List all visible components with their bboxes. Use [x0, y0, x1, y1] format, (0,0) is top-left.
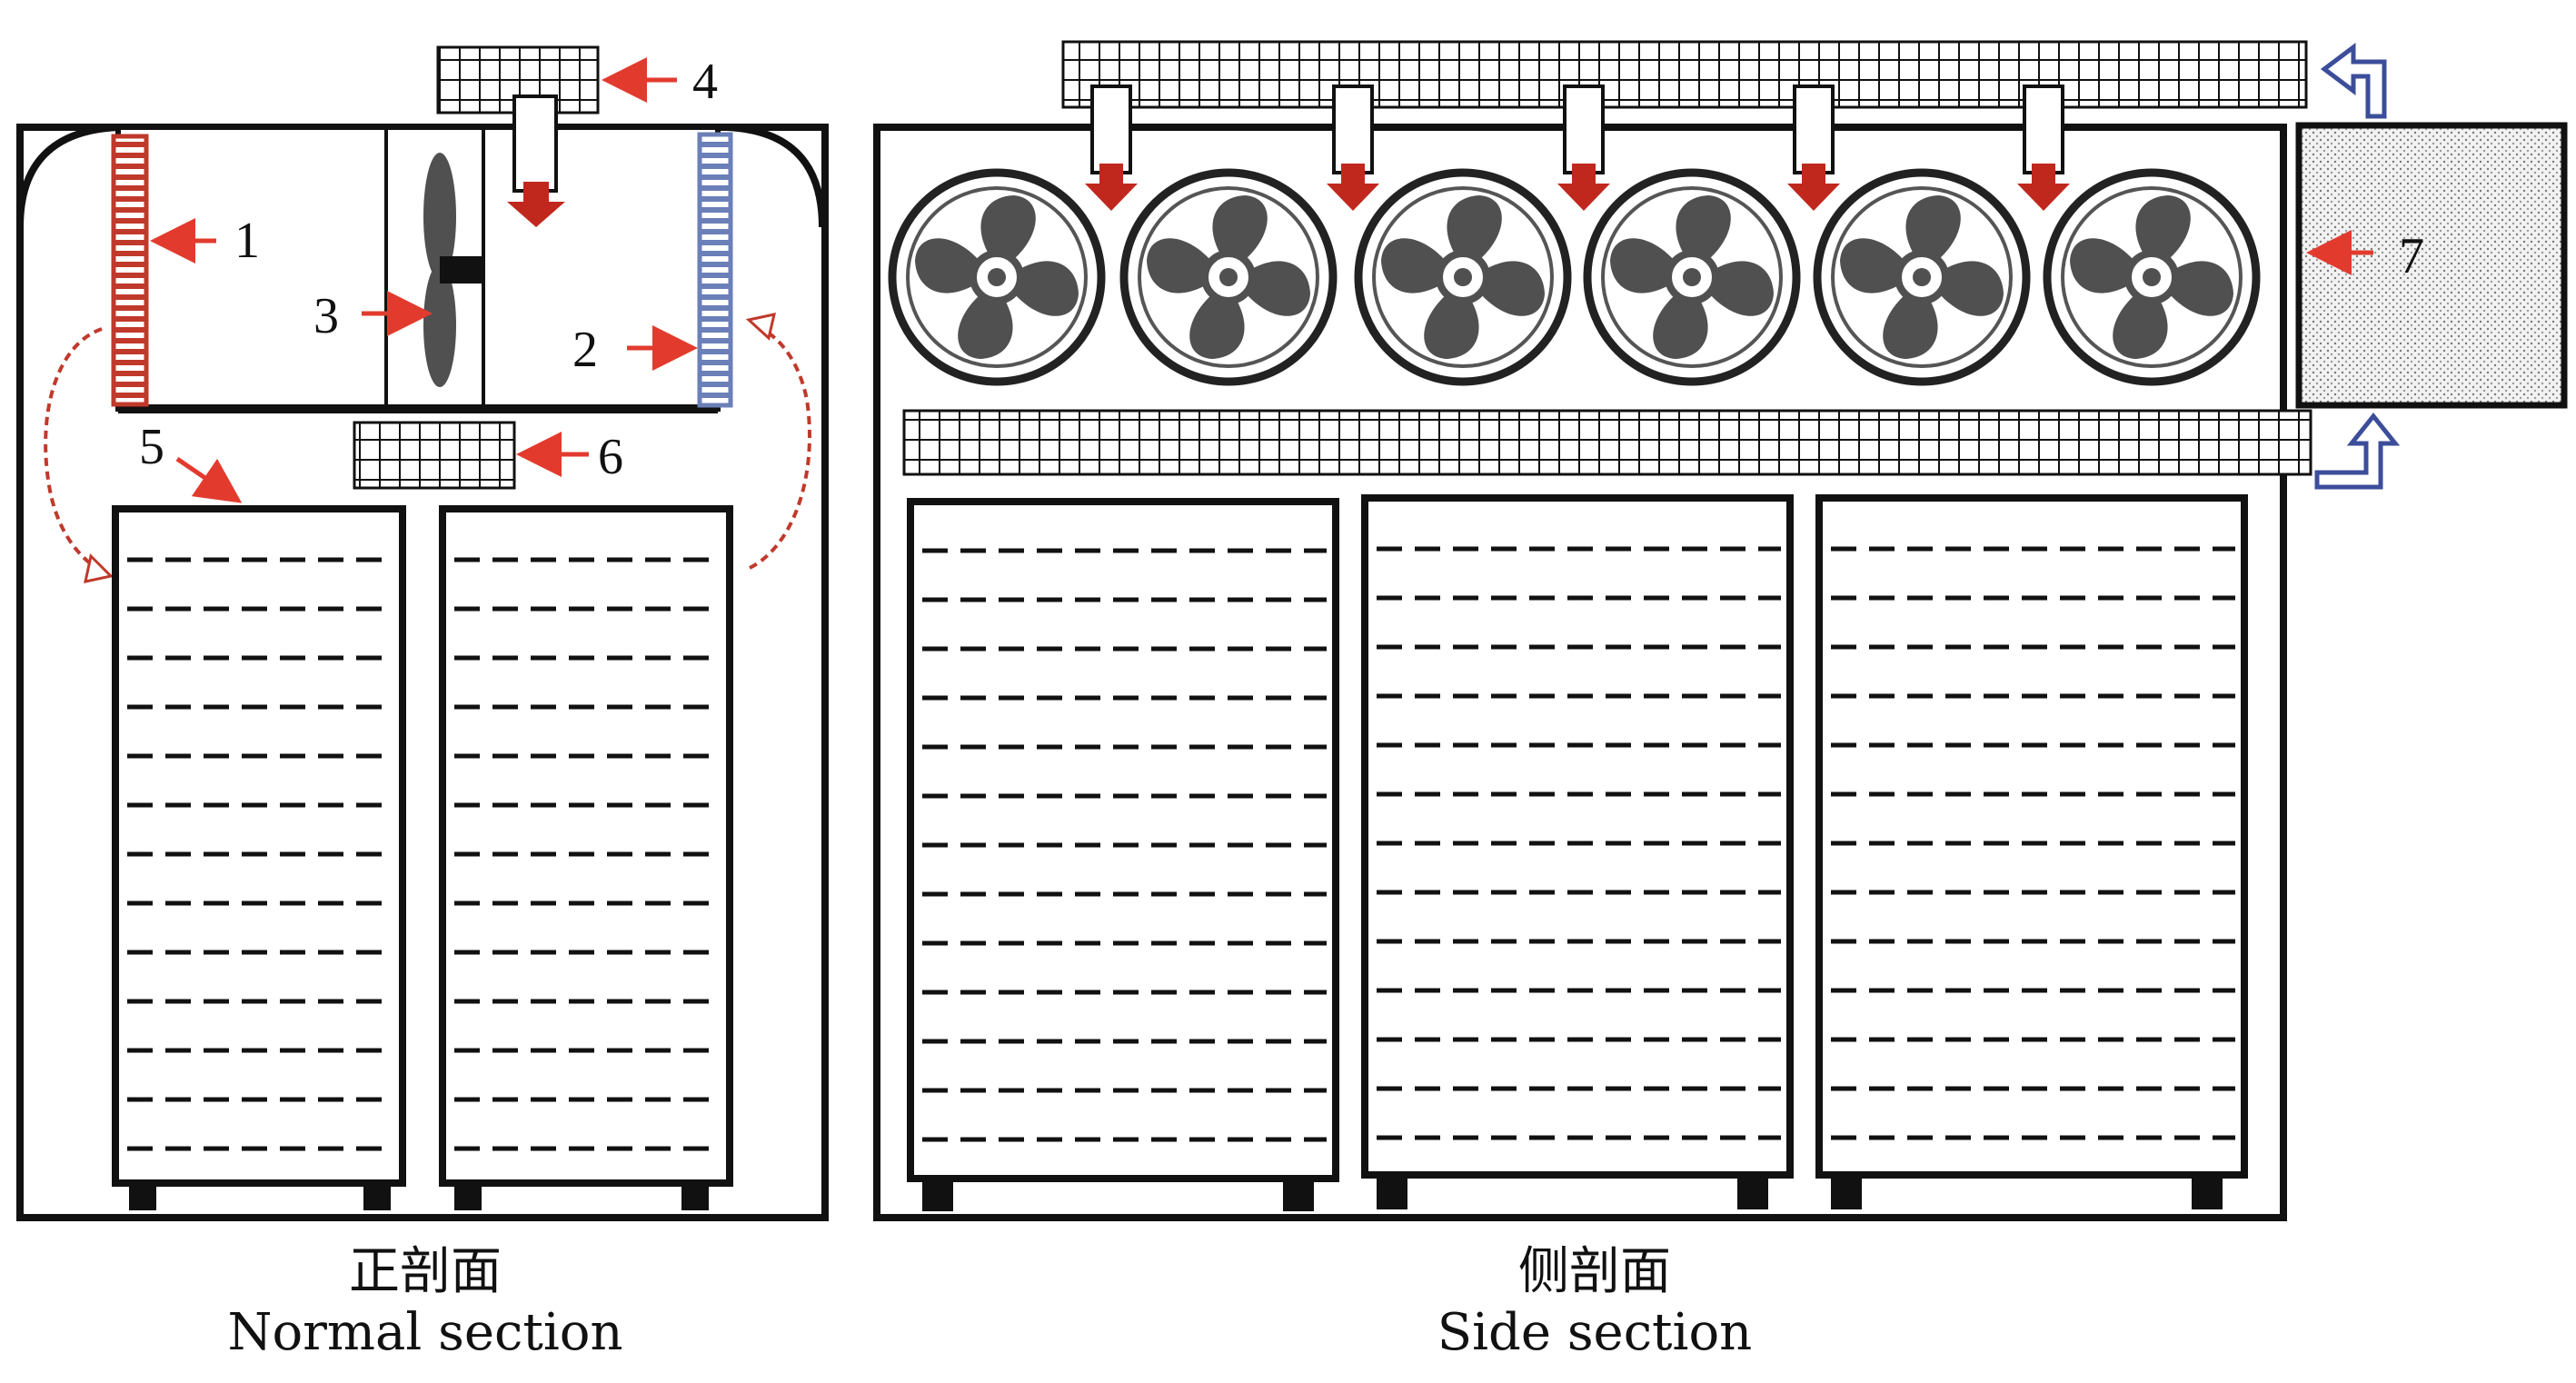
- down-arrow-red: [507, 182, 565, 227]
- fan-icon: [1817, 173, 2026, 382]
- label-7: 7: [2399, 228, 2424, 284]
- fan-icon: [892, 173, 1101, 382]
- side-rack-3: [1815, 494, 2248, 1209]
- normal-section: 1 2 3 4 5 6 正剖面 Normal section: [16, 45, 829, 1362]
- air-handler-box: [115, 124, 721, 412]
- flow-arrow-left-head: [84, 552, 114, 583]
- flow-arrow-right-head: [745, 313, 776, 341]
- blue-supply-arrow-bottom-shape: [2314, 412, 2401, 490]
- side-section: 7: [873, 40, 2568, 1362]
- fan-icon: [1587, 173, 1796, 382]
- lower-grid-vent: [353, 421, 516, 490]
- normal-rack-right: [439, 505, 733, 1210]
- caption-side-cn: 侧剖面: [1518, 1242, 1671, 1301]
- side-rack-2: [1361, 494, 1794, 1209]
- label-1: 1: [234, 213, 260, 269]
- label-3: 3: [313, 288, 339, 344]
- label-4: 4: [692, 54, 718, 110]
- normal-rack-left: [112, 505, 406, 1210]
- axial-fan-side-view: [423, 153, 485, 387]
- caption-normal-cn: 正剖面: [349, 1242, 502, 1301]
- flow-arrow-right: [749, 325, 811, 570]
- side-top-grid-vent: [1061, 40, 2308, 109]
- label-5: 5: [139, 419, 164, 475]
- side-lower-grid-vent: [902, 409, 2312, 476]
- normal-section-roof-curve: [16, 124, 826, 228]
- side-down-arrows: [1085, 164, 2070, 211]
- caption-normal-en: Normal section: [227, 1303, 622, 1362]
- fan-icon: [1358, 173, 1567, 382]
- callout-arrow-5: [175, 456, 243, 503]
- flow-arrow-left: [44, 327, 103, 572]
- blue-heat-exchanger: [697, 132, 733, 408]
- label-2: 2: [572, 322, 598, 378]
- red-heat-exchanger: [111, 134, 149, 407]
- blue-return-arrow-top-shape: [2320, 43, 2387, 119]
- dehumidifier-unit: [2295, 122, 2568, 409]
- side-rack-1: [907, 498, 1339, 1211]
- fan-icon: [2047, 173, 2256, 382]
- label-6: 6: [598, 429, 623, 485]
- top-duct: [512, 95, 558, 193]
- caption-side-en: Side section: [1437, 1303, 1753, 1362]
- fan-icon: [1124, 173, 1333, 382]
